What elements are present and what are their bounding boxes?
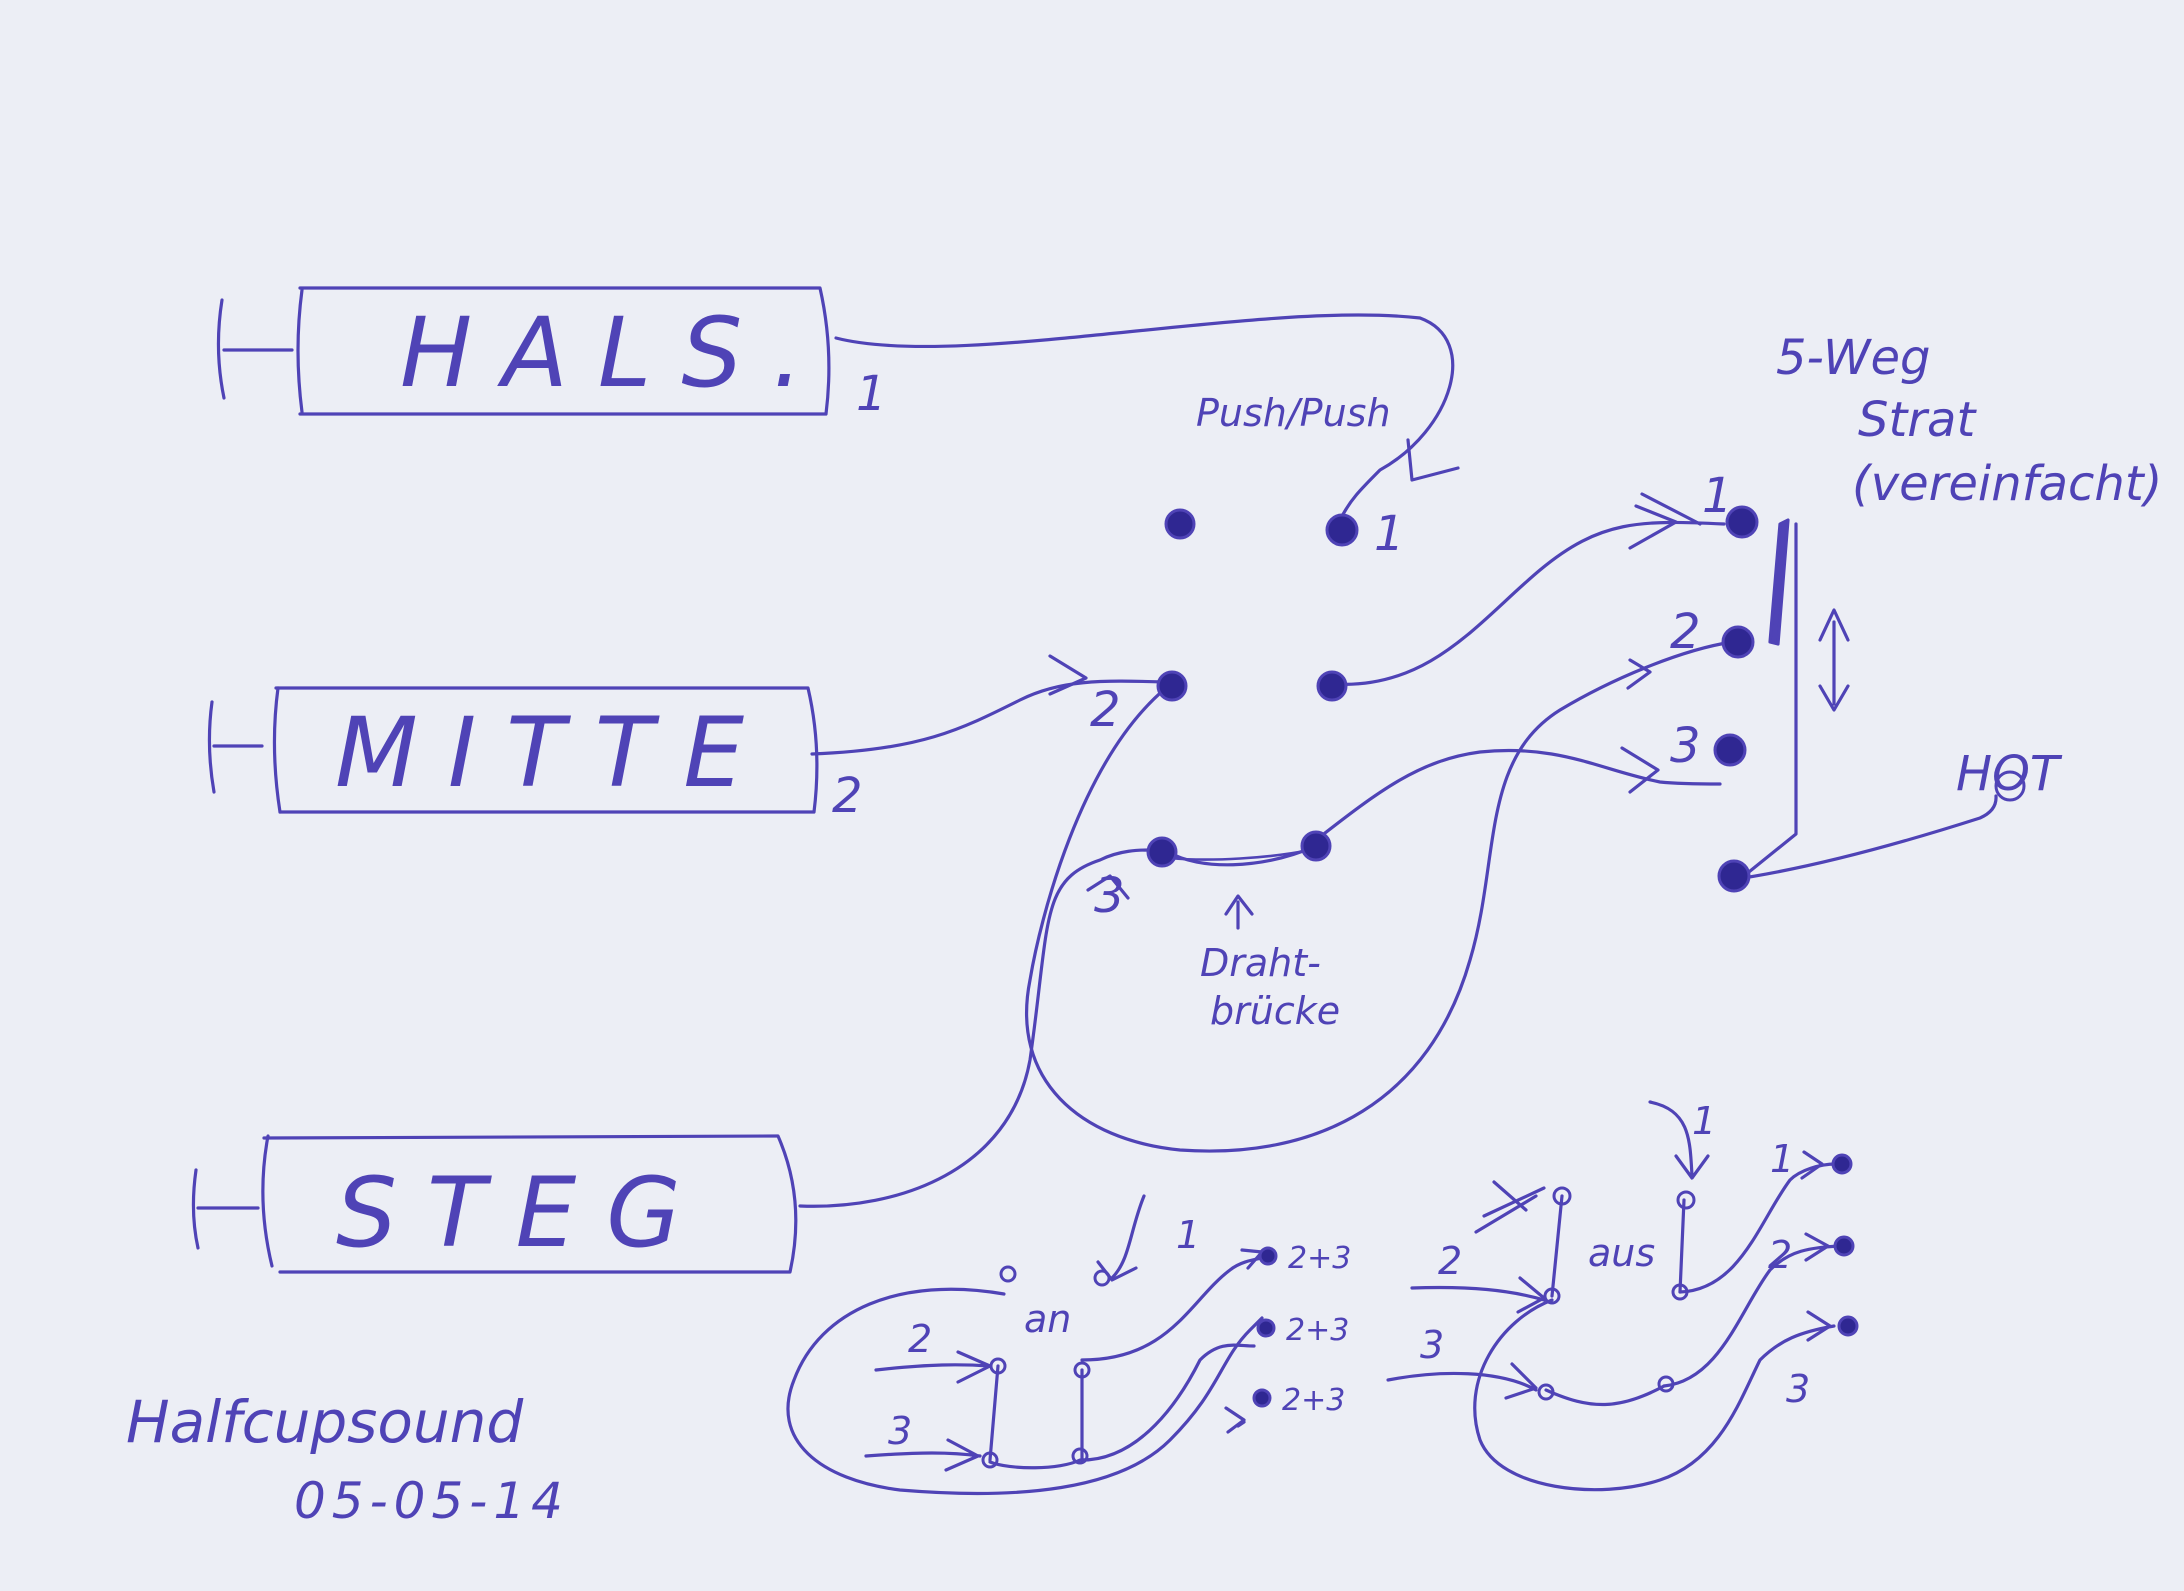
off-output-3 bbox=[1837, 1315, 1859, 1337]
on-contact-a bbox=[999, 1265, 1017, 1283]
push-push-contact-2r bbox=[1316, 670, 1348, 702]
off-contact-e bbox=[1537, 1383, 1555, 1401]
off-contact-d bbox=[1671, 1283, 1689, 1301]
off-output-2 bbox=[1833, 1235, 1855, 1257]
off-input-3: 3 bbox=[1420, 1323, 1444, 1367]
push-push-pin-2: 2 bbox=[1090, 682, 1121, 738]
off-input-1: 1 bbox=[1692, 1099, 1716, 1143]
push-push-contact-1l bbox=[1164, 508, 1196, 540]
on-output-label-1: 2+3 bbox=[1288, 1241, 1351, 1276]
pickup-middle-label: MITTE bbox=[335, 697, 774, 809]
five-way-line1: 5-Weg bbox=[1776, 330, 1930, 386]
on-contact-c bbox=[989, 1357, 1007, 1375]
pickup-neck: HALS. bbox=[216, 286, 833, 416]
five-way-line3: (vereinfacht) bbox=[1852, 456, 2162, 512]
on-output-label-2: 2+3 bbox=[1286, 1313, 1349, 1348]
off-contact-b bbox=[1676, 1190, 1696, 1210]
push-push-contact-3r bbox=[1300, 830, 1332, 862]
five-way-switch: 5-Weg Strat (vereinfacht) 1 2 3 HOT bbox=[1670, 330, 2162, 893]
middle-wire-label: 2 bbox=[832, 768, 863, 824]
five-way-pin-3: 3 bbox=[1670, 718, 1701, 774]
push-push-switch: Push/Push 1 2 3 bbox=[1090, 391, 1405, 924]
wire-bridge-note: Draht- brücke bbox=[1200, 894, 1340, 1033]
wire-bridge-line1: Draht- bbox=[1200, 941, 1321, 985]
off-contact-c bbox=[1543, 1287, 1561, 1305]
wire-bridge-line2: brücke bbox=[1210, 989, 1340, 1033]
off-output-label-2: 2 bbox=[1768, 1233, 1792, 1277]
off-label: aus bbox=[1588, 1231, 1655, 1275]
on-contact-e bbox=[981, 1451, 999, 1469]
five-way-pin-1: 1 bbox=[1702, 468, 1733, 524]
wires bbox=[798, 313, 1998, 1208]
pickup-bridge: STEG bbox=[191, 1134, 798, 1274]
on-contact-f bbox=[1071, 1447, 1089, 1465]
signature: Halfcupsound 05-05-14 bbox=[126, 1388, 569, 1530]
off-contact-a bbox=[1552, 1186, 1572, 1206]
signature-date: 05-05-14 bbox=[294, 1472, 569, 1530]
five-way-line2: Strat bbox=[1858, 392, 1977, 448]
push-push-label: Push/Push bbox=[1196, 391, 1391, 435]
push-push-pin-3: 3 bbox=[1094, 868, 1125, 924]
on-input-1: 1 bbox=[1176, 1213, 1200, 1257]
detail-on: an 1 2 3 2+3 2+3 2+3 bbox=[786, 1194, 1351, 1496]
push-push-contact-1r bbox=[1325, 513, 1359, 547]
five-way-contact-common bbox=[1717, 859, 1751, 893]
on-output-3 bbox=[1252, 1388, 1272, 1408]
neck-wire-label: 1 bbox=[856, 366, 887, 422]
push-push-contact-3l bbox=[1146, 836, 1178, 868]
off-output-1 bbox=[1831, 1153, 1853, 1175]
off-output-label-3: 3 bbox=[1786, 1367, 1810, 1411]
on-input-3: 3 bbox=[888, 1409, 912, 1453]
on-label: an bbox=[1024, 1297, 1071, 1341]
hot-label: HOT bbox=[1956, 746, 2063, 802]
pickup-neck-label: HALS. bbox=[400, 297, 833, 409]
off-contact-f bbox=[1657, 1375, 1675, 1393]
detail-off: aus 1 2 3 1 2 3 bbox=[1386, 1099, 1859, 1492]
on-output-2 bbox=[1256, 1318, 1276, 1338]
on-input-2: 2 bbox=[908, 1317, 932, 1361]
on-contact-d bbox=[1073, 1361, 1091, 1379]
off-output-label-1: 1 bbox=[1770, 1137, 1794, 1181]
five-way-contact-3 bbox=[1713, 733, 1747, 767]
pickup-bridge-label: STEG bbox=[336, 1157, 711, 1269]
on-contact-b bbox=[1093, 1269, 1111, 1287]
five-way-pin-2: 2 bbox=[1670, 604, 1701, 660]
push-push-pin-1: 1 bbox=[1374, 506, 1405, 562]
on-output-label-3: 2+3 bbox=[1282, 1383, 1345, 1418]
push-push-contact-2l bbox=[1156, 670, 1188, 702]
off-input-2: 2 bbox=[1438, 1239, 1462, 1283]
on-output-1 bbox=[1258, 1246, 1278, 1266]
five-way-contact-2 bbox=[1721, 625, 1755, 659]
pickup-middle: MITTE bbox=[207, 686, 819, 814]
five-way-contact-1 bbox=[1725, 505, 1759, 539]
hot-terminal bbox=[1994, 770, 2026, 802]
signature-name: Halfcupsound bbox=[126, 1388, 524, 1456]
